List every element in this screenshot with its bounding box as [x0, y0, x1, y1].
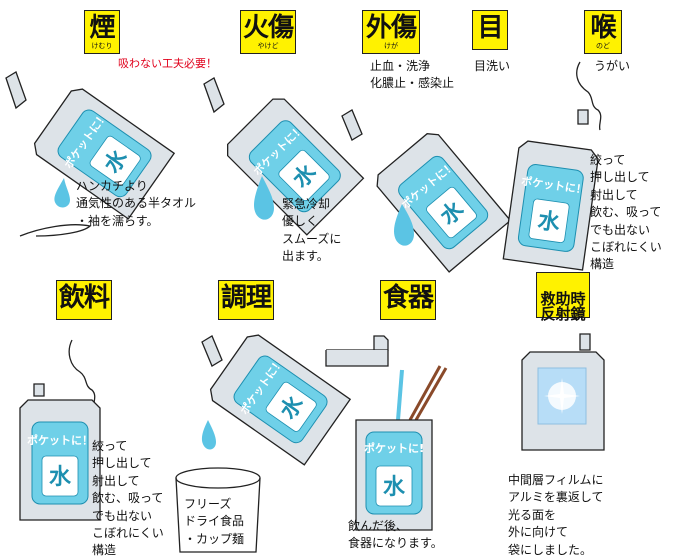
smoke-warning-text: 吸わない工夫必要！	[118, 57, 217, 70]
burn-pouch	[203, 77, 365, 236]
mirror-pouch	[521, 333, 605, 451]
water-drop-smoke	[54, 178, 70, 208]
burn-tip-text: 緊急冷却 優しく スムーズに 出ます。	[282, 197, 342, 264]
smoke-tip-text: ハンカチより 通気性のある半タオル ・袖を濡らす。	[76, 179, 197, 228]
drink-tip-text: 絞って 押し出して 射出して 飲む、吸って でも出ない こぼれにくい 構造	[92, 439, 164, 558]
label-burn-ruby: やけど	[257, 42, 279, 50]
throat-tip-text: うがい	[594, 59, 631, 73]
label-injury: 外傷 けが	[362, 10, 420, 54]
label-injury-kanji: 外傷	[365, 13, 417, 43]
label-rescue-kanji: 救助時 反射鏡	[540, 290, 586, 323]
water-drop-burn	[254, 176, 274, 220]
label-cook-kanji: 調理	[220, 283, 272, 313]
svg-text:ポケットに!: ポケットに!	[364, 441, 424, 455]
towel-icon	[19, 224, 92, 237]
label-smoke: 煙 けむり	[84, 10, 120, 54]
label-dish-kanji: 食器	[382, 283, 434, 313]
dish-tip-text: 飲んだ後、 食器になります。	[348, 519, 443, 551]
label-eye-kanji: 目	[477, 13, 503, 43]
dish-figure: ポケットに! 水	[325, 335, 448, 531]
water-drop-cook	[201, 420, 216, 450]
label-throat-ruby: のど	[596, 42, 610, 50]
label-smoke-ruby: けむり	[91, 42, 113, 50]
label-drink-kanji: 飲料	[58, 283, 110, 313]
mirror-tip-text: 中間層フィルムに アルミを裏返して 光る面を 外に向けて 袋にしました。	[508, 473, 604, 557]
label-throat-kanji: 喉	[590, 13, 616, 43]
label-dish: 食器	[380, 280, 436, 320]
face-profile-icon	[576, 61, 602, 131]
label-burn-kanji: 火傷	[242, 13, 294, 43]
label-smoke-kanji: 煙	[89, 13, 115, 43]
throat-pouch-tip-text: 絞って 押し出して 射出して 飲む、吸って でも出ない こぼれにくい 構造	[590, 153, 662, 272]
throat-figure	[502, 61, 602, 271]
chopsticks-icon	[408, 365, 442, 421]
drink-figure	[19, 339, 101, 521]
svg-text:水: 水	[383, 475, 406, 500]
label-injury-ruby: けが	[384, 42, 398, 50]
label-cook: 調理	[218, 280, 274, 320]
cup-icon	[175, 467, 261, 553]
injury-tip-text: 止血・洗浄 化膿止・感染止	[370, 59, 455, 91]
injury-pouch	[341, 109, 512, 273]
cook-pouch	[201, 329, 351, 466]
eye-tip-text: 目洗い	[474, 59, 511, 73]
label-eye: 目	[472, 10, 508, 50]
label-drink: 飲料	[56, 280, 112, 320]
label-throat: 喉 のど	[584, 10, 622, 54]
face-profile-icon	[68, 339, 96, 411]
cup-text: フリーズ ドライ食品 ・カップ麺	[184, 497, 245, 546]
straw-icon	[396, 369, 404, 421]
label-rescue: 救助時 反射鏡	[536, 272, 590, 322]
water-drop-injury	[394, 204, 414, 246]
smoke-pouch	[5, 71, 175, 237]
label-burn: 火傷 やけど	[240, 10, 296, 54]
